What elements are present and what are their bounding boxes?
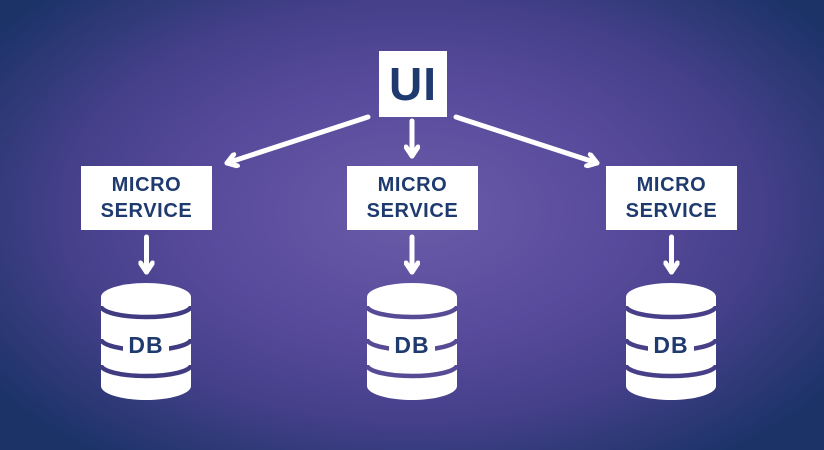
arrow-ui-to-service-3 [453,114,600,163]
microservice-box-2: MICRO SERVICE [347,166,478,230]
db-label-backplate [123,333,169,357]
db-label-backplate [389,333,435,357]
arrow-ui-to-service-1 [224,114,371,163]
ui-label: UI [389,58,437,110]
db-label: DB [653,332,688,358]
database-cylinder-icon-1: DB [101,283,191,400]
database-cylinder-icon-2: DB [367,283,457,400]
microservice-label-line2: SERVICE [100,200,193,222]
microservice-label-line2: SERVICE [625,200,718,222]
db-label-backplate [648,333,694,357]
microservice-box-3: MICRO SERVICE [606,166,737,230]
microservice-label-line2: SERVICE [366,200,459,222]
db-label: DB [128,332,163,358]
db-label: DB [394,332,429,358]
microservice-label-line1: MICRO [111,174,182,196]
microservice-label-line1: MICRO [636,174,707,196]
microservice-box-1: MICRO SERVICE [81,166,212,230]
ui-box: UI [379,51,447,117]
database-cylinder-icon-3: DB [626,283,716,400]
microservice-label-line1: MICRO [377,174,448,196]
